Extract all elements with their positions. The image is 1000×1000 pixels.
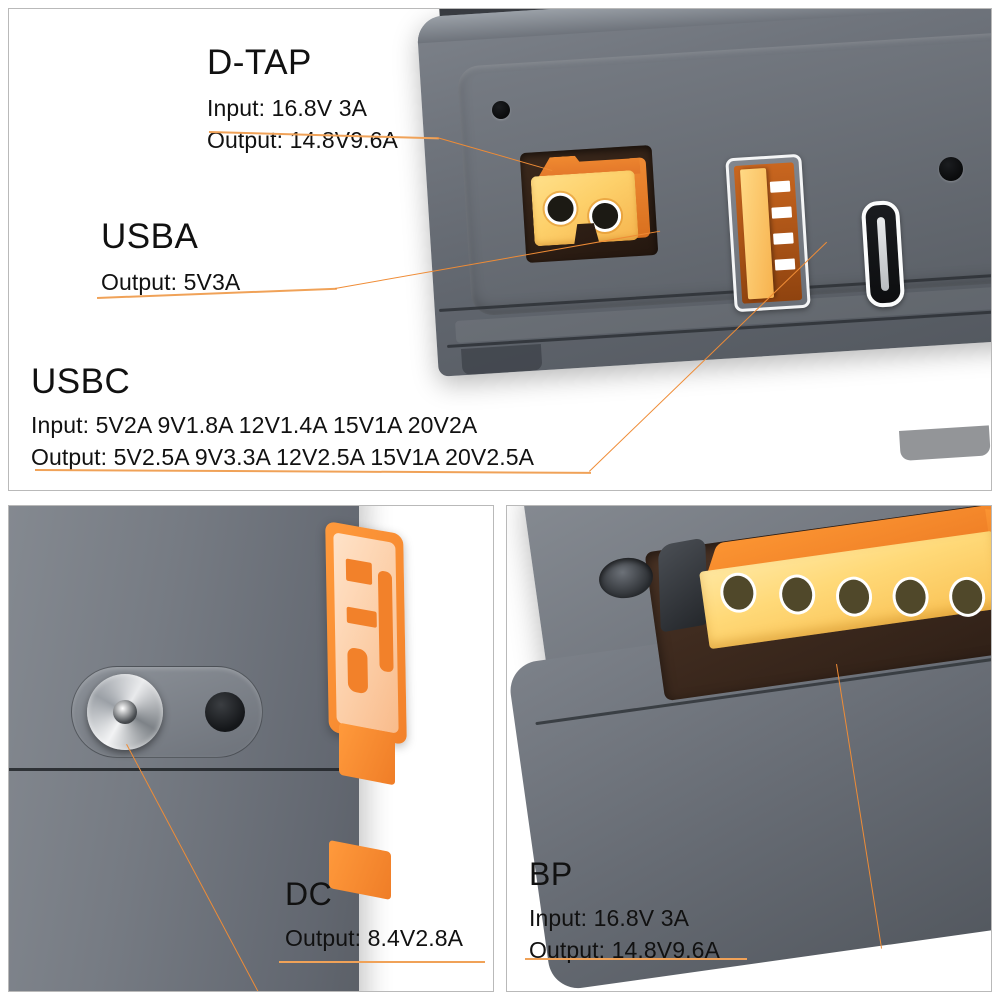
main-ports-panel: D-TAP Input: 16.8V 3A Output: 14.8V9.6A … [8, 8, 992, 491]
usb-a-port [725, 153, 811, 313]
d-tap-hole-2-icon [588, 199, 622, 233]
callout-usba-title: USBA [101, 217, 199, 256]
callout-dtap-input: Input: 16.8V 3A [207, 94, 368, 121]
battery-side-tab-upper [339, 722, 395, 786]
label-mark-1 [345, 558, 373, 586]
main-panel-stage: D-TAP Input: 16.8V 3A Output: 14.8V9.6A … [9, 9, 991, 490]
callout-dc-output: Output: 8.4V2.8A [285, 924, 464, 951]
callout-usba-output: Output: 5V3A [101, 268, 241, 295]
callout-bp-underline [525, 958, 747, 960]
bp-contact-1-icon [717, 570, 759, 615]
bp-panel-stage: BP Input: 16.8V 3A Output: 14.8V9.6A [507, 506, 991, 991]
dc-barrel-jack [87, 674, 163, 750]
d-tap-hole-1-icon [544, 192, 578, 226]
callout-bp: BP Input: 16.8V 3A Output: 14.8V9.6A [529, 856, 720, 967]
dc-panel: DC Output: 8.4V2.8A [8, 505, 494, 992]
battery-side-label-inner [333, 532, 399, 734]
callout-dtap: D-TAP Input: 16.8V 3A Output: 14.8V9.6A [207, 43, 398, 157]
usb-a-tongue [739, 168, 775, 300]
usb-a-pin-4 [774, 258, 796, 271]
bp-panel: BP Input: 16.8V 3A Output: 14.8V9.6A [506, 505, 992, 992]
callout-usba: USBA Output: 5V3A [101, 217, 241, 298]
callout-usbc-input: Input: 5V2A 9V1.8A 12V1.4A 15V1A 20V2A [31, 411, 478, 438]
usb-a-pin-1 [769, 180, 791, 193]
dc-indicator-led-icon [205, 692, 245, 732]
bp-contact-4-icon [889, 574, 932, 620]
usb-c-port [860, 199, 906, 309]
screw-hole-left-icon [492, 101, 510, 119]
callout-dc-title: DC [285, 876, 333, 912]
callout-usbc-output: Output: 5V2.5A 9V3.3A 12V2.5A 15V1A 20V2… [31, 444, 535, 471]
d-tap-connector [529, 152, 651, 247]
callout-usbc: USBC Input: 5V2A 9V1.8A 12V1.4A 15V1A 20… [31, 362, 535, 474]
callout-usbc-title: USBC [31, 362, 131, 401]
d-tap-front-face [530, 170, 638, 246]
callout-dtap-output: Output: 14.8V9.6A [207, 127, 398, 154]
usb-a-cavity [733, 162, 803, 304]
screw-hole-right-icon [939, 157, 963, 181]
bp-contact-2-icon [776, 572, 818, 617]
bp-contact-3-icon [833, 574, 875, 619]
callout-bp-input: Input: 16.8V 3A [529, 904, 690, 931]
callout-dc-underline [279, 961, 485, 963]
callout-dtap-title: D-TAP [207, 43, 312, 82]
dc-body-seam [9, 768, 361, 771]
usb-a-pin-3 [773, 232, 794, 245]
battery-side-label [325, 520, 407, 746]
callout-bp-output: Output: 14.8V9.6A [529, 937, 720, 964]
body-foot-right [899, 425, 991, 461]
label-mark-2 [346, 606, 377, 628]
label-mark-4 [377, 570, 394, 673]
usb-a-pin-2 [771, 206, 793, 219]
callout-dc: DC Output: 8.4V2.8A [285, 876, 464, 954]
label-mark-3 [347, 646, 369, 695]
callout-bp-title: BP [529, 856, 573, 892]
dc-panel-stage: DC Output: 8.4V2.8A [9, 506, 493, 991]
